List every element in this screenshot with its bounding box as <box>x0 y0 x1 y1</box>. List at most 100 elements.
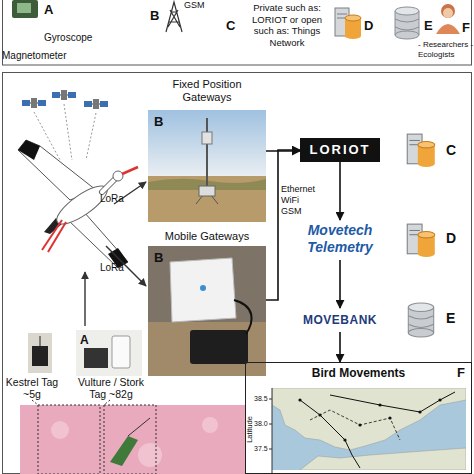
panel-letter: C <box>226 18 235 33</box>
tracking-map <box>418 410 421 413</box>
kestrel-tag-photo <box>28 333 52 373</box>
person-icon <box>436 4 460 34</box>
tag-icon <box>12 0 38 18</box>
user-list: - Researchers - Ecologists <box>418 40 474 60</box>
tagged-bird-photo <box>51 421 69 439</box>
stork-illustration <box>18 140 138 268</box>
gateway-panel: Fixed Position GatewaysB <box>148 78 266 224</box>
mobile-gateway-photo <box>148 246 266 376</box>
panel-letter: E <box>446 310 455 326</box>
panel-letter: B <box>154 250 163 265</box>
stork-illustration <box>18 140 96 200</box>
tracking-map <box>272 388 466 470</box>
satellites <box>22 98 46 108</box>
vulture-tag-photo <box>112 336 130 368</box>
tracking-map <box>330 392 455 412</box>
mobile-gateway-photo <box>234 300 252 334</box>
link-label: LoRa <box>100 193 124 204</box>
stork-illustration <box>102 178 116 192</box>
tracking-map <box>272 388 466 470</box>
tagged-bird-photo <box>104 400 110 405</box>
note-text: Private such as: LORIOT or open such as:… <box>244 2 330 48</box>
tag-icon <box>12 0 38 18</box>
tracking-map <box>310 410 400 440</box>
panel-title: Bird Movements <box>246 366 471 380</box>
tagged-bird-photo <box>104 405 156 474</box>
stork-illustration <box>122 167 138 174</box>
gsm-tower <box>166 2 182 32</box>
axis-title: Latitude <box>245 410 254 450</box>
fixed-gateway-photo <box>206 118 208 190</box>
kestrel-tag-photo <box>28 333 52 373</box>
panel-letter: C <box>446 142 456 158</box>
tracking-map <box>318 413 321 416</box>
sensor-name: Gyroscope <box>44 32 92 43</box>
panel-letter: B <box>154 114 163 129</box>
tracking-map <box>358 423 361 426</box>
panel-letter: A <box>44 2 53 17</box>
stork-illustration <box>48 222 66 252</box>
panel-title: Fixed Position Gateways <box>148 78 266 104</box>
mobile-gateway-photo <box>148 246 266 376</box>
person-icon <box>441 4 455 18</box>
gsm-tower <box>166 2 182 32</box>
tag-caption: Vulture / Stork Tag ~82g <box>70 376 152 400</box>
edge-label: Ethernet WiFi GSM <box>281 184 321 217</box>
flow-arrow <box>339 162 341 220</box>
mobile-gateway-photo <box>190 330 248 364</box>
service-logo: LORIOT <box>300 138 380 162</box>
tagged-bird-photo <box>138 443 162 467</box>
main-panel <box>3 73 472 474</box>
fixed-gateway-photo <box>199 186 215 196</box>
vulture-tag-photo <box>84 348 108 368</box>
kestrel-tag-photo <box>40 336 41 346</box>
vulture-tag-photo <box>76 330 142 376</box>
tag-panel: Vulture / Stork Tag ~82g A <box>70 328 152 400</box>
tracking-map <box>378 403 381 406</box>
link-label: LoRa <box>100 262 124 273</box>
flow-arrow <box>339 332 341 362</box>
database-icon <box>395 7 419 39</box>
tagged-bird-photo <box>32 400 38 405</box>
tagged-bird-photo <box>20 400 245 474</box>
stork-illustration <box>113 171 123 181</box>
stork-illustration <box>102 178 116 192</box>
panel-title: Mobile Gateways <box>148 230 266 243</box>
tag-panel: Kestrel Tag ~5g <box>4 330 60 400</box>
satellites <box>64 104 72 160</box>
axis-tick: 37.5 <box>254 445 268 452</box>
gateway-panel: Mobile GatewaysB <box>148 230 266 376</box>
tracking-map <box>272 388 466 450</box>
service-logo: Movetech Telemetry <box>293 220 387 260</box>
tagged-bird-photo <box>202 417 218 433</box>
server-icon <box>407 134 435 167</box>
tag-caption: Kestrel Tag ~5g <box>4 376 60 400</box>
map-panel: Bird MovementsF <box>245 362 472 474</box>
mobile-gateway-photo <box>170 258 236 322</box>
tagged-bird-photo <box>20 405 245 474</box>
person-icon <box>443 8 453 18</box>
panel-letter: D <box>446 230 456 246</box>
axis-tick: 38.5 <box>254 395 268 402</box>
tagged-bird-photo <box>128 418 150 436</box>
server-icon <box>407 224 435 257</box>
flow-arrow <box>339 260 341 308</box>
database-icon <box>408 303 433 337</box>
kestrel-tag-photo <box>32 346 48 366</box>
panel-letter: B <box>150 8 159 23</box>
tracking-map <box>388 416 391 419</box>
tracking-map <box>298 398 301 401</box>
satellites <box>52 90 76 100</box>
axis-tick: 38.0 <box>254 420 268 427</box>
sensor-name: Magnetometer <box>2 50 66 61</box>
service-logo: MOVEBANK <box>300 308 380 332</box>
tracking-map <box>298 398 441 441</box>
satellites <box>86 113 96 160</box>
tracking-map <box>300 448 466 470</box>
logo-text: LORIOT <box>300 138 380 162</box>
panel-letter: A <box>80 333 89 347</box>
